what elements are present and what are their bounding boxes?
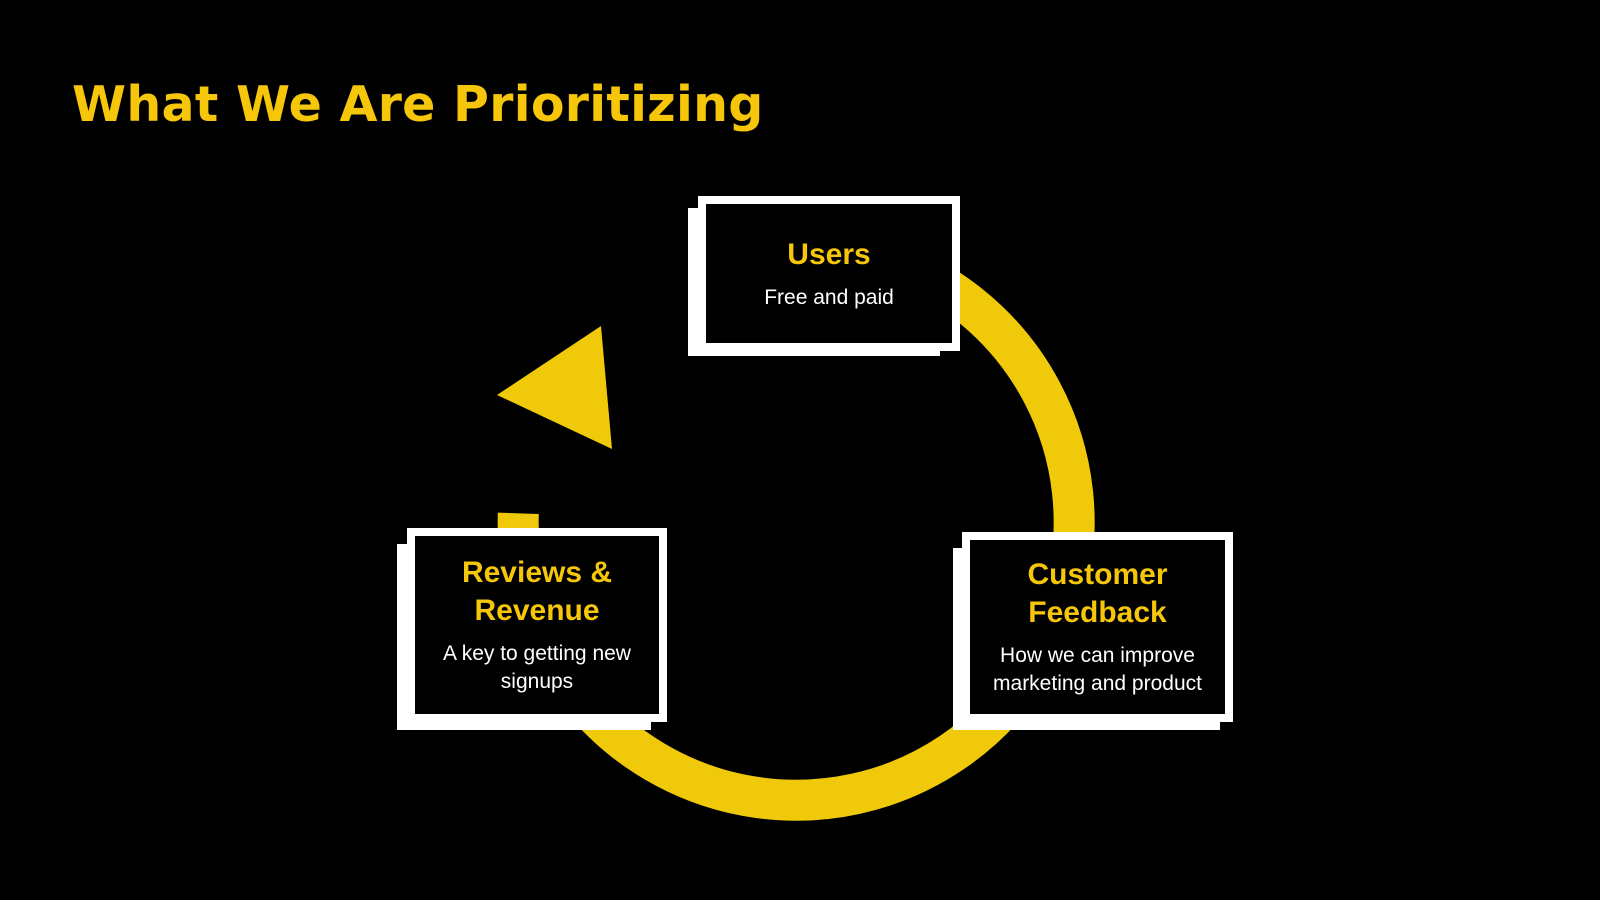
node-customer-feedback-box: Customer Feedback How we can improve mar… (962, 532, 1233, 722)
cycle-arrowhead (497, 326, 612, 449)
node-customer-feedback-title: Customer Feedback (1027, 558, 1168, 629)
node-users-subtitle: Free and paid (764, 285, 894, 309)
node-users: Users Free and paid (688, 196, 960, 356)
node-users-box: Users Free and paid (698, 196, 960, 351)
node-customer-feedback: Customer Feedback How we can improve mar… (953, 532, 1233, 730)
node-reviews-revenue-subtitle: A key to getting new signups (443, 642, 631, 693)
node-customer-feedback-subtitle: How we can improve marketing and product (993, 644, 1202, 695)
node-reviews-revenue-title: Reviews & Revenue (461, 556, 613, 627)
slide-title: What We Are Prioritizing (72, 76, 764, 133)
node-reviews-revenue-box: Reviews & Revenue A key to getting new s… (407, 528, 667, 722)
node-users-title: Users (787, 237, 871, 271)
node-reviews-revenue: Reviews & Revenue A key to getting new s… (397, 528, 667, 730)
